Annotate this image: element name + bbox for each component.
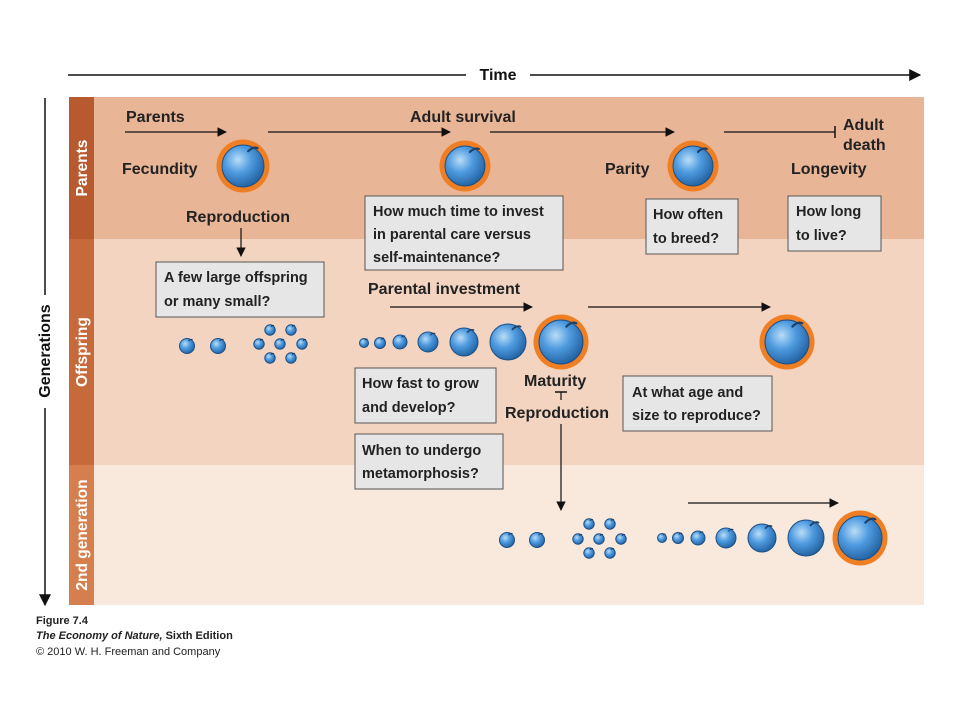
organism-icon bbox=[274, 338, 286, 350]
organism-icon bbox=[604, 518, 616, 530]
fecundity-label: Fecundity bbox=[122, 161, 198, 178]
book-edition: Sixth Edition bbox=[163, 630, 234, 642]
question-text: A few large offspring bbox=[164, 270, 308, 286]
organism-icon bbox=[747, 523, 777, 553]
mature-organism-icon bbox=[533, 314, 589, 370]
mature-organism-icon bbox=[216, 139, 270, 193]
offspring-row-strip bbox=[69, 239, 94, 465]
question-box-metamorphosis: When to undergo metamorphosis? bbox=[354, 433, 504, 490]
question-text: to breed? bbox=[653, 231, 719, 247]
organism-icon bbox=[264, 352, 276, 364]
copyright: © 2010 W. H. Freeman and Company bbox=[36, 646, 221, 658]
mature-organism-icon bbox=[759, 314, 815, 370]
parents-row-strip bbox=[69, 97, 94, 239]
organism-icon bbox=[657, 533, 667, 543]
organism-icon bbox=[359, 338, 369, 348]
organism-icon bbox=[690, 530, 706, 546]
adult-survival-label: Adult survival bbox=[410, 109, 516, 126]
organism-icon bbox=[715, 527, 737, 549]
offspring-row-label: Offspring bbox=[74, 317, 91, 387]
parity-label: Parity bbox=[605, 161, 650, 178]
question-text: How fast to grow bbox=[362, 376, 480, 392]
question-text: How long bbox=[796, 204, 861, 220]
adult-death-label-line-1: Adult bbox=[843, 117, 885, 134]
organism-icon bbox=[615, 533, 627, 545]
time-axis-label: Time bbox=[479, 67, 516, 84]
organism-icon bbox=[672, 532, 684, 544]
question-box-breed: How often to breed? bbox=[645, 198, 739, 255]
question-text: or many small? bbox=[164, 294, 271, 310]
organism-icon bbox=[604, 547, 616, 559]
generations-axis-label: Generations bbox=[37, 304, 54, 397]
question-text: metamorphosis? bbox=[362, 466, 479, 482]
organism-icon bbox=[374, 337, 386, 349]
organism-icon bbox=[787, 519, 825, 557]
question-text: How much time to invest bbox=[373, 204, 544, 220]
book-title: The Economy of Nature, Sixth Edition bbox=[36, 630, 233, 642]
parents-label: Parents bbox=[126, 109, 185, 126]
question-text: in parental care versus bbox=[373, 227, 531, 243]
second-generation-row-strip bbox=[69, 465, 94, 605]
mature-organism-icon bbox=[667, 140, 719, 192]
organisms-layer bbox=[179, 139, 888, 566]
question-box-offspring-size: A few large offspring or many small? bbox=[155, 261, 325, 318]
question-text: self-maintenance? bbox=[373, 250, 500, 266]
organism-icon bbox=[583, 547, 595, 559]
organism-icon bbox=[285, 352, 297, 364]
question-box-parental-care: How much time to invest in parental care… bbox=[364, 195, 564, 271]
organism-icon bbox=[285, 324, 297, 336]
organism-icon bbox=[499, 532, 515, 548]
organism-icon bbox=[264, 324, 276, 336]
question-text: size to reproduce? bbox=[632, 408, 761, 424]
reproduction-label-2: Reproduction bbox=[505, 405, 609, 422]
book-title-name: The Economy of Nature, bbox=[36, 630, 163, 642]
figure-number: Figure 7.4 bbox=[36, 615, 89, 627]
reproduction-label: Reproduction bbox=[186, 209, 290, 226]
organism-icon bbox=[179, 338, 195, 354]
organism-icon bbox=[253, 338, 265, 350]
organism-icon bbox=[392, 334, 408, 350]
mature-organism-icon bbox=[832, 510, 888, 566]
maturity-label: Maturity bbox=[524, 373, 586, 390]
question-box-grow: How fast to grow and develop? bbox=[354, 367, 497, 424]
question-box-age-size: At what age and size to reproduce? bbox=[622, 375, 773, 432]
parents-row-label: Parents bbox=[74, 140, 91, 197]
parental-investment-label: Parental investment bbox=[368, 281, 521, 298]
organism-icon bbox=[489, 323, 527, 361]
organism-icon bbox=[417, 331, 439, 353]
question-text: and develop? bbox=[362, 400, 456, 416]
adult-death-label-line-2: death bbox=[843, 137, 886, 154]
question-text: How often bbox=[653, 207, 723, 223]
mature-organism-icon bbox=[439, 140, 491, 192]
organism-icon bbox=[210, 338, 226, 354]
second-generation-row-label: 2nd generation bbox=[74, 479, 91, 590]
longevity-label: Longevity bbox=[791, 161, 867, 178]
question-text: to live? bbox=[796, 228, 847, 244]
question-text: At what age and bbox=[632, 385, 743, 401]
organism-icon bbox=[296, 338, 308, 350]
question-box-live: How long to live? bbox=[787, 195, 882, 252]
organism-icon bbox=[449, 327, 479, 357]
question-text: When to undergo bbox=[362, 443, 481, 459]
organism-icon bbox=[572, 533, 584, 545]
organism-icon bbox=[583, 518, 595, 530]
organism-icon bbox=[593, 533, 605, 545]
organism-icon bbox=[529, 532, 545, 548]
